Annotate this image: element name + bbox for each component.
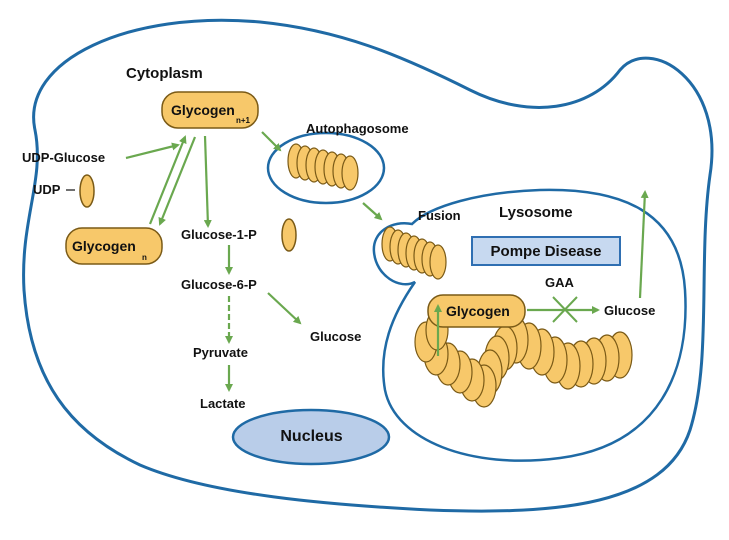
arrow-glucose-export — [638, 190, 649, 299]
udp-glucose-unit — [79, 174, 95, 208]
lysosome-glycogen-pill — [427, 294, 526, 328]
fusion-glycogen-stack — [381, 226, 447, 280]
autophagosome-label: Autophagosome — [306, 121, 409, 136]
glucose-cytoplasm-label: Glucose — [310, 329, 362, 344]
glucose-1p-label: Glucose-1-P — [181, 227, 257, 242]
glucose-6p-label: Glucose-6-P — [181, 277, 257, 292]
arrow-glucose-6p-to-glucose — [267, 292, 302, 325]
glycogen-n1-subscript: n+1 — [236, 116, 251, 125]
gaa-block-x — [552, 296, 578, 323]
glucose-1p-unit — [281, 218, 297, 252]
fusion-label: Fusion — [418, 208, 461, 223]
pompe-disease-box: Pompe Disease — [471, 236, 621, 266]
cytoplasm-label: Cytoplasm — [126, 65, 203, 82]
lysosome-glycogen-mass — [414, 309, 633, 408]
nucleus-label: Nucleus — [280, 428, 343, 445]
arrow-glycogen-to-autophagosome — [261, 131, 282, 152]
glycogen-lysosome-label: Glycogen — [446, 303, 510, 319]
lysosome-label: Lysosome — [499, 204, 573, 221]
arrow-glycogen-n-to-n1 — [148, 135, 187, 225]
glycogen-n-pill — [65, 227, 163, 265]
gaa-label: GAA — [545, 275, 574, 290]
arrow-glycogen-n1-to-n — [158, 136, 197, 226]
glucose-lysosome-label: Glucose — [604, 303, 656, 318]
glycogen-n-label: Glycogen — [72, 238, 136, 254]
nucleus-shape — [231, 408, 391, 466]
glycogen-n1-pill — [161, 91, 259, 129]
arrow-udp-glucose-to-glycogen — [125, 142, 180, 160]
glycogen-n-subscript: n — [142, 253, 147, 262]
pathway-arrows — [125, 131, 649, 392]
arrow-glycogen-to-glucose-1p — [203, 135, 212, 228]
udp-glucose-label: UDP-Glucose — [22, 150, 106, 165]
glycogen-n1-label: Glycogen — [171, 102, 235, 118]
arrow-autophagosome-to-fusion — [362, 202, 383, 221]
pompe-disease-label: Pompe Disease — [490, 242, 602, 260]
udp-label: UDP — [33, 182, 61, 197]
autophagosome-glycogen-stack — [287, 143, 359, 191]
lactate-label: Lactate — [200, 396, 246, 411]
pyruvate-label: Pyruvate — [193, 345, 248, 360]
